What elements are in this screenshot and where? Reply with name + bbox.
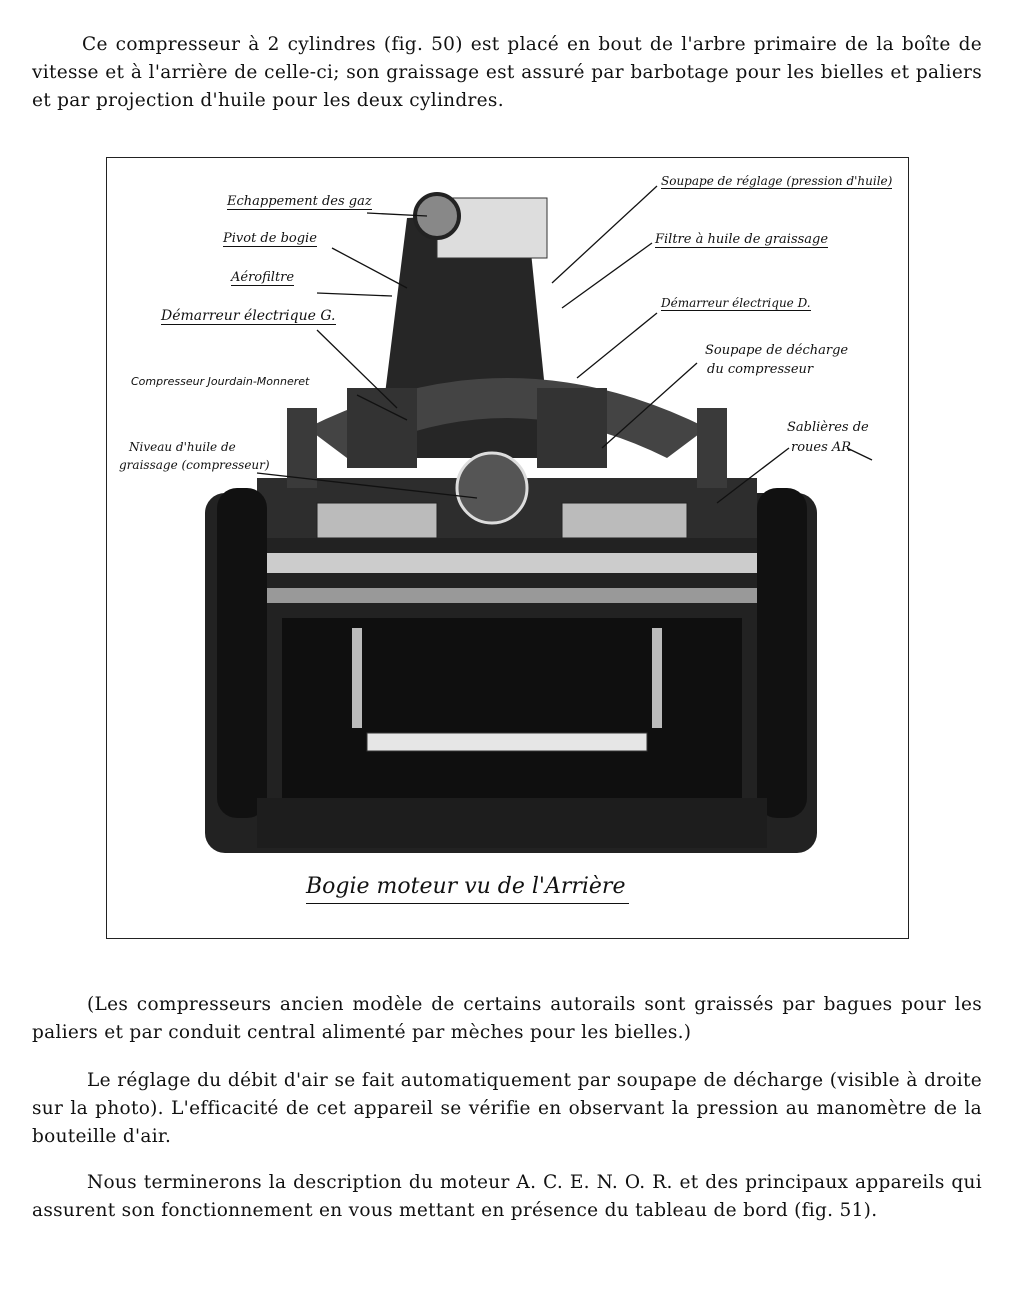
bogie-photograph: [205, 185, 873, 853]
label-pivot: Pivot de bogie: [223, 231, 317, 247]
label-aerofiltre: Aérofiltre: [231, 270, 295, 286]
label-demarreur-d: Démarreur électrique D.: [661, 296, 811, 311]
figure-bogie-photo: Echappement des gaz Pivot de bogie Aérof…: [106, 157, 909, 939]
paragraph-air-regulation: Le réglage du débit d'air se fait automa…: [32, 1070, 982, 1147]
label-soupape-decharge-2: du compresseur: [707, 362, 814, 377]
label-sablieres-2: roues AR: [791, 440, 852, 455]
figure-caption: Bogie moteur vu de l'Arrière: [306, 874, 630, 904]
paragraph-compressor: Ce compresseur à 2 cylindres (fig. 50) e…: [32, 34, 982, 111]
label-demarreur-g: Démarreur électrique G.: [161, 308, 336, 325]
label-niveau-1: Niveau d'huile de: [129, 440, 236, 454]
label-echappement: Echappement des gaz: [227, 194, 372, 210]
label-soupape-decharge-1: Soupape de décharge: [705, 343, 849, 358]
label-niveau-2: graissage (compresseur): [119, 458, 270, 472]
label-soupape-reglage: Soupape de réglage (pression d'huile): [661, 174, 893, 189]
label-filtre: Filtre à huile de graissage: [655, 232, 829, 248]
label-sablieres-1: Sablières de: [787, 420, 869, 435]
paragraph-conclusion: Nous terminerons la description du moteu…: [32, 1172, 982, 1221]
label-compresseur: Compresseur Jourdain-Monneret: [131, 375, 310, 388]
paragraph-old-compressors: (Les compresseurs ancien modèle de certa…: [32, 994, 982, 1043]
